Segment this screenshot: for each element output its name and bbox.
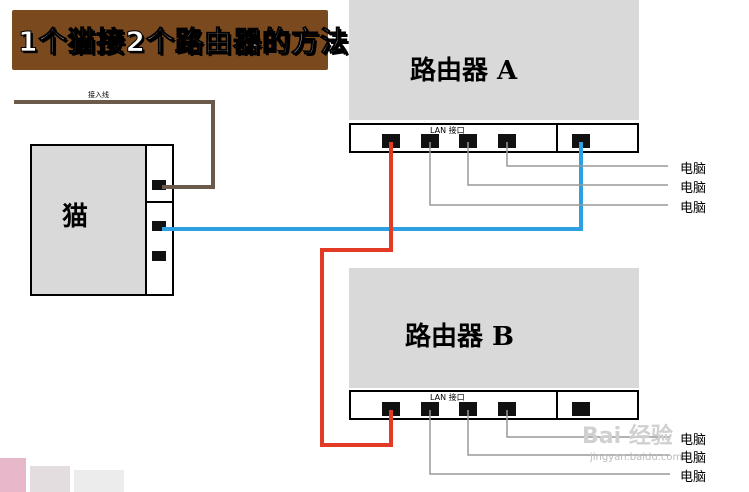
router-a-label: 路由器 A (410, 56, 518, 86)
router-a-lan-port-1 (382, 134, 400, 148)
pc-line-a-3 (429, 142, 668, 206)
red-cable (320, 142, 393, 447)
blur-artifact-3 (74, 470, 124, 492)
router-a-lan-port-4 (498, 134, 516, 148)
modem-panel-divider (145, 201, 174, 203)
pc-label-b-3: 电脑 (680, 470, 707, 485)
diagram-title: 1个猫接2个路由器的方法 (18, 25, 349, 59)
access-line-label: 接入线 (88, 91, 109, 99)
pc-label-a-2: 电脑 (680, 181, 707, 196)
pc-label-b-1: 电脑 (680, 433, 707, 448)
router-a-wan-divider (556, 123, 558, 153)
router-a-lan-port-2 (421, 134, 439, 148)
access-line-wire (14, 100, 215, 189)
pc-line-a-2 (467, 142, 668, 186)
blur-artifact-1 (0, 458, 26, 492)
router-a-lan-label: LAN 接口 (430, 126, 465, 135)
title-banner (12, 10, 328, 70)
pc-label-a-1: 电脑 (680, 162, 707, 177)
router-b-lan-port-2 (421, 402, 439, 416)
blue-cable (162, 142, 583, 231)
pc-line-b-3 (429, 410, 670, 475)
router-b-lan-port-4 (498, 402, 516, 416)
watermark-url: jingyan.baidu.com (590, 452, 683, 463)
router-b-wan-divider (556, 390, 558, 420)
watermark-logo: Bai 经验 (582, 424, 673, 449)
router-b-lan-label: LAN 接口 (430, 393, 465, 402)
router-b-box (349, 268, 639, 388)
pc-label-a-3: 电脑 (680, 201, 707, 216)
router-a-lan-port-3 (459, 134, 477, 148)
router-b-wan-port (572, 402, 590, 416)
pc-line-b-2 (467, 410, 670, 456)
router-b-label: 路由器 B (405, 322, 515, 352)
router-b-lan-port-1 (382, 402, 400, 416)
modem-label: 猫 (62, 202, 89, 232)
router-a-box (349, 0, 639, 120)
pc-label-b-2: 电脑 (680, 451, 707, 466)
modem-port-dsl (152, 180, 166, 190)
pc-line-b-1 (506, 410, 670, 438)
router-a-wan-port (572, 134, 590, 148)
pc-line-a-1 (506, 142, 668, 167)
router-b-lan-port-3 (459, 402, 477, 416)
blur-artifact-2 (30, 466, 70, 492)
modem-port-extra (152, 251, 166, 261)
modem-port-panel (145, 144, 174, 296)
modem-port-lan (152, 221, 166, 231)
